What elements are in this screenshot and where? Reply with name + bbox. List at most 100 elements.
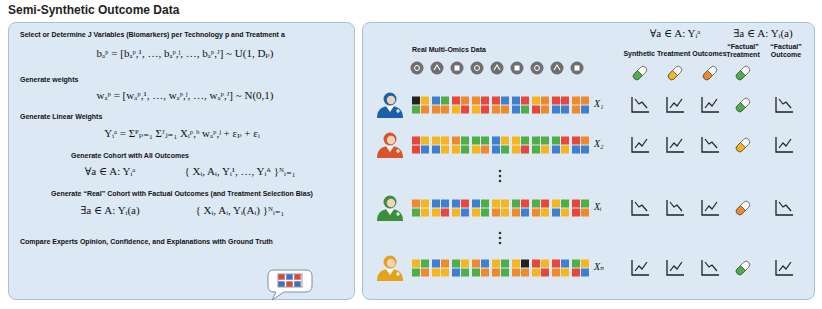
omics-cell xyxy=(521,137,529,145)
omics-cell xyxy=(432,97,440,105)
omics-cell xyxy=(472,269,480,277)
outcome-trend xyxy=(779,139,791,148)
pill-icon xyxy=(735,137,751,153)
step-text: Generate Cohort with All Outcomes xyxy=(71,152,189,160)
omics-cell xyxy=(501,200,509,208)
omics-cell xyxy=(561,269,569,277)
step-text: Generate “Real” Cohort with Factual Outc… xyxy=(51,190,313,198)
omics-cell xyxy=(532,146,540,154)
omics-cell xyxy=(552,209,560,217)
omics-cell xyxy=(572,260,580,268)
figure-title: Semi-Synthetic Outcome Data xyxy=(8,3,179,17)
omics-cell xyxy=(461,146,469,154)
pill-icon xyxy=(735,260,751,276)
formula: bₐᵖ = [bₐᵖ,¹, …, bₐᵖ,ʲ, …, bₐᵖ,ᴶ] ~ U(1,… xyxy=(97,47,274,60)
table-cell xyxy=(286,274,293,280)
omics-glyph xyxy=(515,66,520,71)
omics-glyph xyxy=(554,65,560,70)
omics-cell xyxy=(461,97,469,105)
omics-cell xyxy=(512,106,520,114)
omics-cell xyxy=(412,269,420,277)
outcome-trend xyxy=(670,202,682,211)
outcome-trend xyxy=(705,139,717,148)
omics-cell xyxy=(581,137,589,145)
omics-cell xyxy=(521,146,529,154)
medical-cross xyxy=(396,272,400,276)
chart-axes xyxy=(632,260,649,275)
patient-head xyxy=(384,196,397,209)
patient-face xyxy=(387,199,395,207)
patient-head xyxy=(384,93,397,106)
outcome-trend xyxy=(635,99,647,108)
omics-cell xyxy=(412,106,420,114)
chart-axes xyxy=(667,200,684,215)
omics-glyph xyxy=(455,66,460,71)
omics-cell xyxy=(441,209,449,217)
omics-cell xyxy=(412,209,420,217)
omics-cell xyxy=(492,260,500,268)
omics-cell xyxy=(481,106,489,114)
omics-cell xyxy=(452,200,460,208)
omics-cell xyxy=(541,209,549,217)
patient-body xyxy=(377,106,403,118)
omics-cell xyxy=(501,97,509,105)
omics-cell xyxy=(541,200,549,208)
omics-cell xyxy=(441,106,449,114)
omics-cell xyxy=(481,200,489,208)
omics-cell xyxy=(421,97,429,105)
formula: Yᵢᵃ = Σᴾₚ₌₁ Σᴶⱼ₌₁ Xᵢᵖ,ᵇ wₐᵖ,ʲ + εₚ + εᵢ xyxy=(104,127,259,140)
omics-cell xyxy=(532,269,540,277)
step-text: “Factual” Outcome xyxy=(766,43,806,60)
omics-cell xyxy=(521,106,529,114)
omics-cell xyxy=(412,146,420,154)
omics-cell xyxy=(452,260,460,268)
omics-cell xyxy=(492,106,500,114)
omics-cell xyxy=(581,260,589,268)
patient-head xyxy=(384,256,397,269)
pill-icon xyxy=(632,65,648,81)
omics-icon xyxy=(471,62,484,75)
pill-shell xyxy=(702,65,718,81)
medical-cross xyxy=(396,149,400,153)
formula: ∃a ∈ A: Yᵢ(a) xyxy=(733,27,792,40)
omics-icon xyxy=(431,62,444,75)
omics-cell xyxy=(572,97,580,105)
omics-cell xyxy=(512,200,520,208)
patient-face xyxy=(387,259,395,267)
pill-half xyxy=(735,266,746,277)
formula: ∀a ∈ A: Yᵢᵃ xyxy=(85,165,136,178)
omics-cell xyxy=(541,106,549,114)
omics-cell xyxy=(441,137,449,145)
pill-half xyxy=(735,103,746,114)
omics-cell xyxy=(541,97,549,105)
omics-icon xyxy=(451,62,464,75)
omics-cell xyxy=(421,209,429,217)
outcome-trend xyxy=(705,262,717,271)
omics-cell xyxy=(441,260,449,268)
chart-axes xyxy=(667,97,684,112)
omics-cell xyxy=(572,209,580,217)
formula: { Xᵢ, Aᵢ, Yᵢ(Aᵢ) }ᴺᵢ₌₁ xyxy=(196,204,285,217)
omics-cell xyxy=(432,146,440,154)
step-text: Synthetic Treatment Outcomes xyxy=(623,50,726,58)
chart-axes xyxy=(702,200,719,215)
pill-icon xyxy=(735,65,751,81)
omics-cell xyxy=(532,137,540,145)
pill-icon xyxy=(667,65,683,81)
patient-label: X₂ xyxy=(594,138,604,150)
omics-cell xyxy=(461,137,469,145)
outcome-trend xyxy=(635,139,647,148)
omics-cell xyxy=(521,269,529,277)
omics-cell xyxy=(461,209,469,217)
omics-cell xyxy=(481,137,489,145)
outcome-trend xyxy=(705,202,717,211)
omics-cell xyxy=(492,146,500,154)
omics-cell xyxy=(472,137,480,145)
omics-cell xyxy=(452,146,460,154)
chart-axes xyxy=(702,97,719,112)
omics-cell xyxy=(481,97,489,105)
chart-axes xyxy=(776,260,793,275)
patient-label: X₁ xyxy=(594,98,604,110)
omics-cell xyxy=(552,137,560,145)
step-text: Generate weights xyxy=(20,76,78,84)
